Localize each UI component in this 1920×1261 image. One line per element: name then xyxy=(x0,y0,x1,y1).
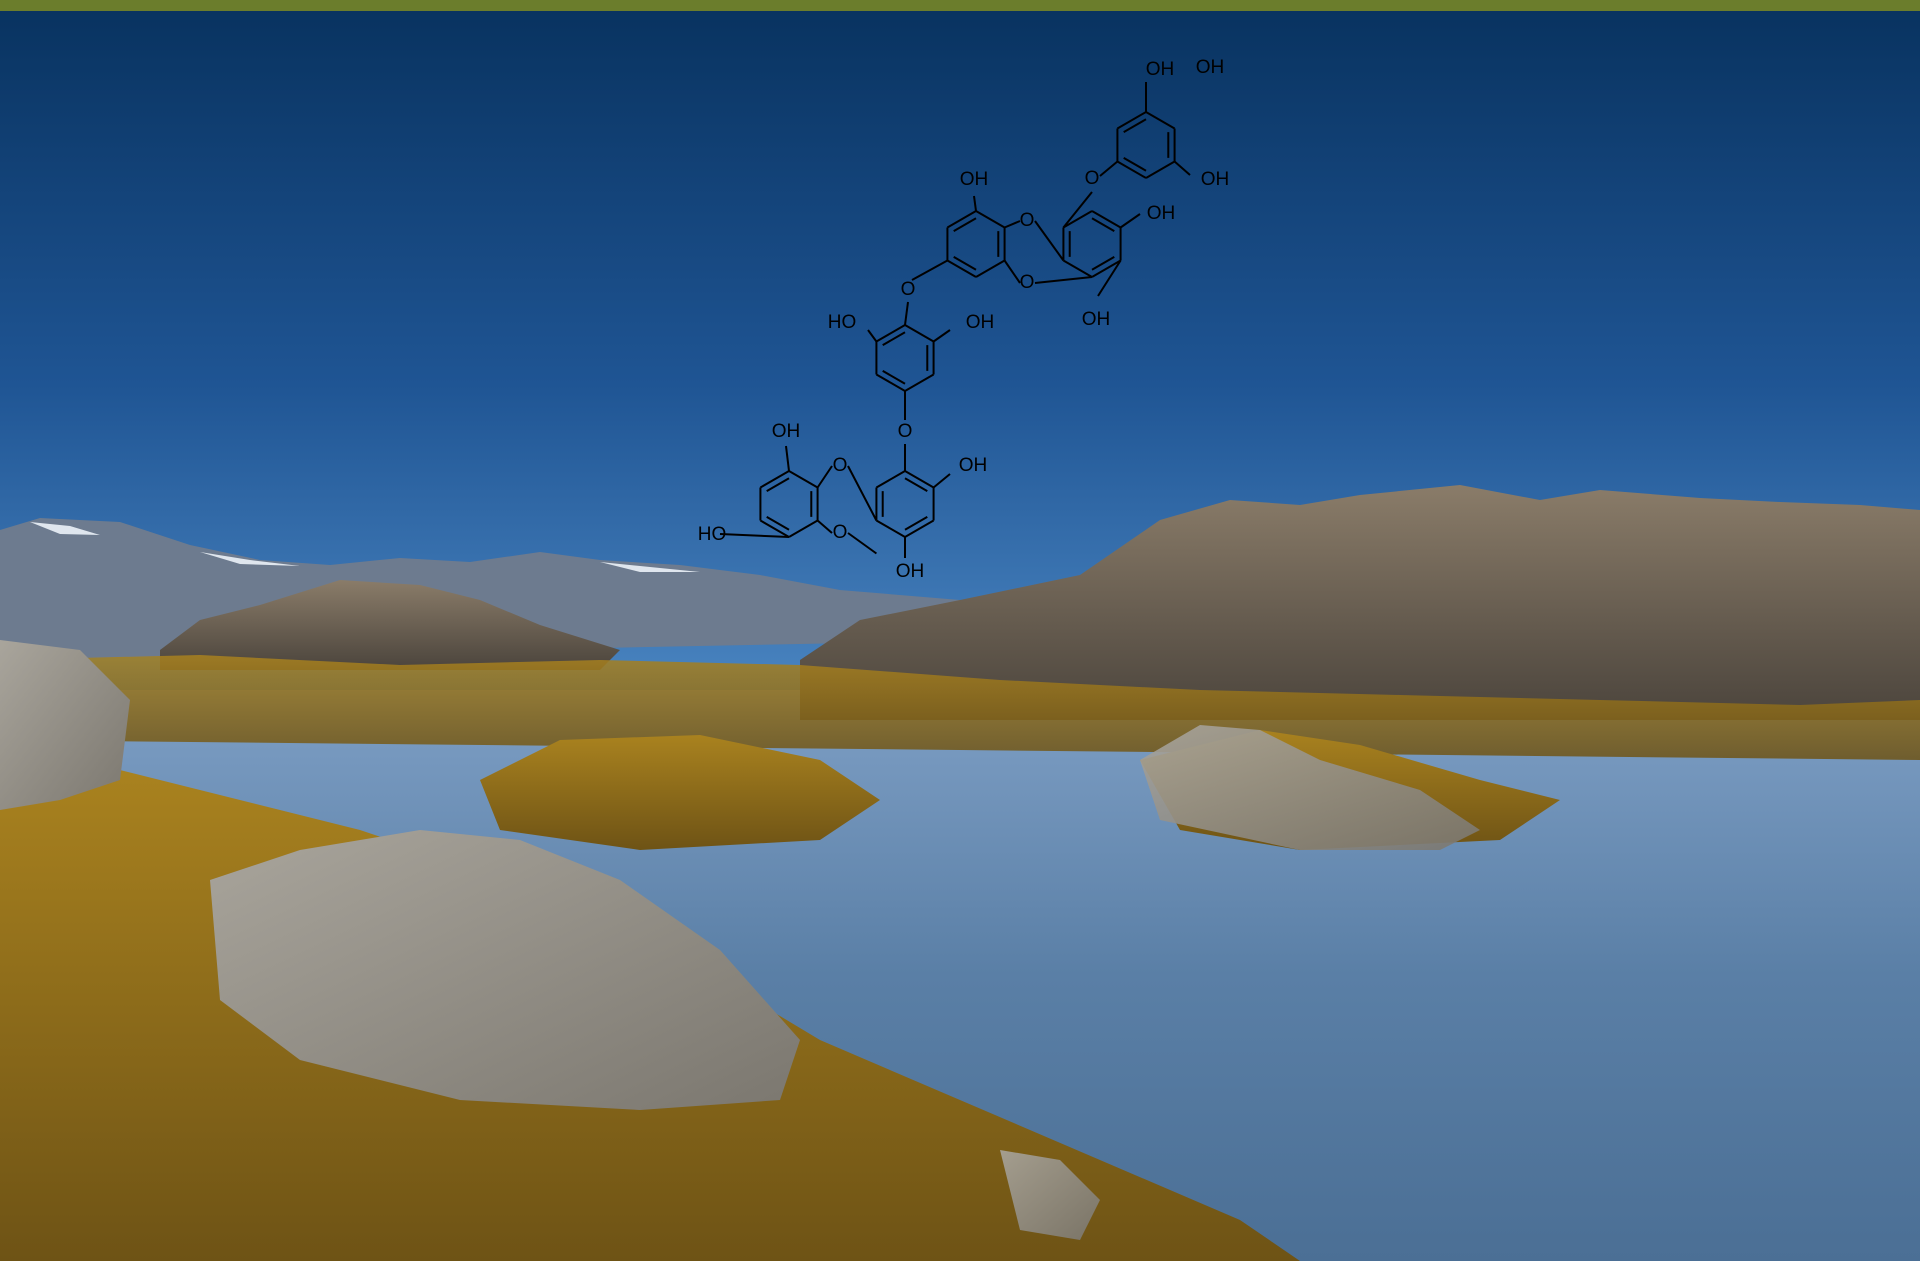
ether-bond xyxy=(1034,220,1065,262)
ether-bond xyxy=(816,519,833,534)
atom-label-o_3: O xyxy=(1020,272,1035,293)
hydroxyl-bond xyxy=(933,329,951,343)
atom-label-o_6: O xyxy=(833,455,848,476)
ring-double-bond xyxy=(953,217,977,232)
ether-bond xyxy=(1062,191,1093,229)
boulder-lower-right xyxy=(1000,1150,1100,1240)
ring-double-bond xyxy=(904,516,928,531)
ring-double-bond xyxy=(766,477,790,492)
atom-label-o_1: O xyxy=(1085,168,1100,189)
atom-label-oh_5: OH xyxy=(960,169,989,190)
ether-bond xyxy=(1099,160,1119,177)
ring-bond xyxy=(1062,259,1093,278)
hydroxyl-bond xyxy=(1097,259,1122,297)
boulder-center xyxy=(1140,725,1480,850)
ether-bond xyxy=(911,259,948,281)
ring-bond xyxy=(946,210,977,229)
atom-label-oh_4: OH xyxy=(1082,309,1111,330)
ether-bond xyxy=(1034,276,1093,284)
ring-double-bond xyxy=(1123,157,1147,172)
hydroxyl-bond xyxy=(867,329,878,343)
ring-bond xyxy=(875,470,906,489)
ring-double-bond xyxy=(882,370,906,385)
ring-bond xyxy=(1145,160,1176,179)
ring-bond xyxy=(904,519,935,538)
ring-bond xyxy=(759,519,790,538)
ether-bond xyxy=(816,465,833,489)
hydroxyl-bond xyxy=(1120,213,1141,229)
ring-bond xyxy=(875,373,906,392)
atom-label-o_7: O xyxy=(833,522,848,543)
ring-bond xyxy=(904,324,935,343)
atom-label-oh_10: OH xyxy=(772,421,801,442)
ring-bond xyxy=(1062,210,1093,229)
atom-label-ho_7: HO xyxy=(828,312,857,333)
ring-bond xyxy=(875,324,906,343)
ring-double-bond xyxy=(953,256,977,271)
ring-bond xyxy=(1091,210,1122,229)
atom-label-oh_1: OH xyxy=(1146,59,1175,80)
hydroxyl-bond xyxy=(932,473,951,489)
boulder-left xyxy=(0,640,130,810)
atom-label-ho_11: HO xyxy=(698,524,727,545)
atom-label-oh_8: OH xyxy=(959,455,988,476)
left-rock-outcrop xyxy=(160,580,620,670)
ether-bond xyxy=(847,465,878,521)
atom-label-oh_6: OH xyxy=(966,312,995,333)
ring-bond xyxy=(759,470,790,489)
ring-double-bond xyxy=(1091,217,1115,232)
ring-double-bond xyxy=(904,477,928,492)
ring-bond xyxy=(904,470,935,489)
ring-double-bond xyxy=(1123,118,1147,133)
ring-double-bond xyxy=(1091,256,1115,271)
top-accent-bar xyxy=(0,0,1920,11)
ring-bond xyxy=(1116,160,1147,179)
hydroxyl-bond xyxy=(785,445,790,472)
atom-label-o_5: O xyxy=(898,421,913,442)
ether-bond xyxy=(1004,220,1021,229)
atom-label-oh_9: OH xyxy=(896,561,925,582)
ring-bond xyxy=(788,470,819,489)
atom-label-oh_12: OH xyxy=(1196,57,1225,78)
ring-bond xyxy=(1116,111,1147,130)
ring-bond xyxy=(975,259,1006,278)
boulder-foreground xyxy=(210,830,800,1110)
atom-label-oh_3: OH xyxy=(1147,203,1176,224)
seaweed-mound-mid xyxy=(480,735,880,850)
ether-bond xyxy=(904,301,909,326)
ether-bond xyxy=(847,532,878,555)
hydroxyl-bond xyxy=(973,195,977,212)
ring-double-bond xyxy=(882,331,906,346)
ring-bond xyxy=(1091,259,1122,278)
atom-label-o_2: O xyxy=(1020,210,1035,231)
seaweed-band-far xyxy=(0,655,1920,760)
ring-bond xyxy=(788,519,819,538)
atom-label-o_4: O xyxy=(901,279,916,300)
snow-patches xyxy=(30,522,700,572)
ring-bond xyxy=(904,373,935,392)
atom-label-oh_2: OH xyxy=(1201,169,1230,190)
hydroxyl-bond xyxy=(1173,160,1191,176)
ring-bond xyxy=(946,259,977,278)
ring-bond xyxy=(875,519,906,538)
hydroxyl-bond xyxy=(719,533,790,538)
ring-double-bond xyxy=(766,516,790,531)
ether-bond xyxy=(1003,259,1021,284)
ring-bond xyxy=(975,210,1006,229)
right-rock-outcrop xyxy=(800,485,1920,720)
ring-bond xyxy=(1145,111,1176,130)
